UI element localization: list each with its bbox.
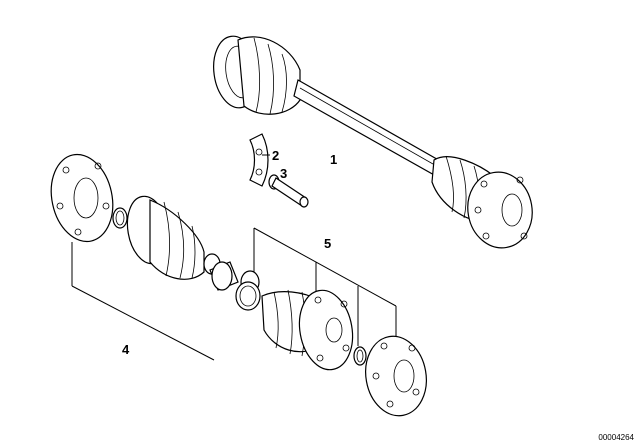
lock-plate [249, 133, 269, 187]
callout-3: 3 [280, 166, 287, 181]
repair-kit-left [50, 153, 239, 361]
bolt [268, 174, 309, 208]
callout-1: 1 [330, 152, 337, 167]
callout-5: 5 [324, 236, 331, 251]
callout-2: 2 [272, 148, 279, 163]
image-code: 00004264 [598, 433, 634, 442]
drive-shaft-assembly [213, 35, 533, 249]
repair-kit-right [235, 227, 427, 417]
callout-4: 4 [122, 342, 130, 357]
